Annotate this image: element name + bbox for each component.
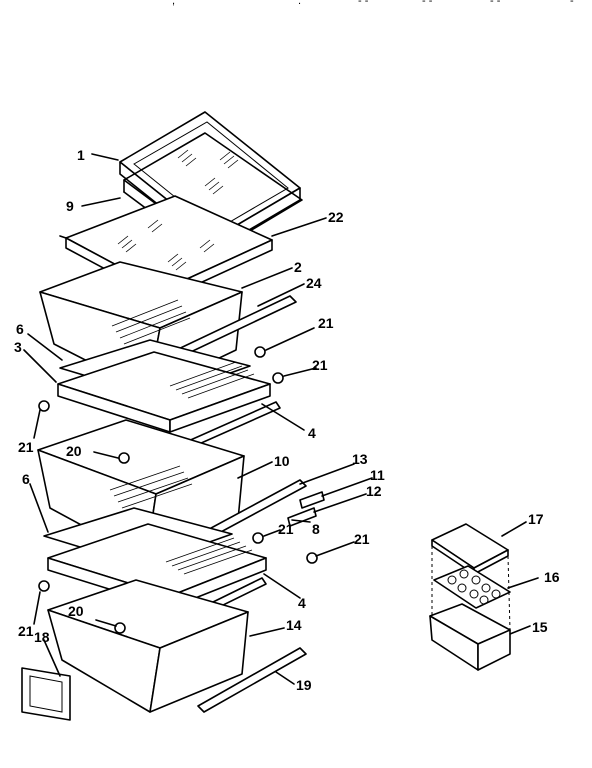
callout-20: 20 [68,603,84,619]
callout-12: 12 [366,483,382,499]
callout-10: 10 [274,453,290,469]
callout-21: 21 [354,531,370,547]
callout-20: 20 [66,443,82,459]
egg-bin-assembly [429,523,511,671]
callout-2: 2 [294,259,302,275]
callout-18: 18 [34,629,50,645]
header-fragment: - - [422,0,433,7]
callout-21: 21 [318,315,334,331]
callout-3: 3 [14,339,22,355]
callout-6: 6 [16,321,24,337]
callout-15: 15 [532,619,548,635]
callout-1: 1 [77,147,85,163]
header-fragment: - - [358,0,369,7]
callout-22: 22 [328,209,344,225]
meat-pan-bottom [47,579,249,713]
header-fragments: , . - - - - - - - [172,0,574,7]
screw-fasteners [38,346,318,634]
callout-21: 21 [18,623,34,639]
callout-8: 8 [312,521,320,537]
callout-6: 6 [22,471,30,487]
leader-lines [23,153,539,685]
callout-21: 21 [18,439,34,455]
header-fragment: . [298,0,301,7]
callout-11: 11 [370,467,385,483]
callout-21: 21 [278,521,294,537]
callout-9: 9 [66,198,74,214]
callout-4: 4 [298,595,306,611]
drawer-trim-bottom [197,647,307,713]
header-fragment: , [172,0,175,7]
callout-24: 24 [306,275,322,291]
callout-21: 21 [312,357,328,373]
callout-19: 19 [296,677,312,693]
callout-17: 17 [528,511,544,527]
label-card [21,667,71,721]
callout-13: 13 [352,451,368,467]
callout-14: 14 [286,617,302,633]
callout-4: 4 [308,425,316,441]
callout-16: 16 [544,569,560,585]
crisper-cover-upper [57,339,281,457]
header-fragment: - [570,0,574,7]
header-fragment: - - [490,0,501,7]
callout-labels: 1 9 22 2 24 21 6 3 21 21 4 20 10 13 11 1… [14,147,560,693]
